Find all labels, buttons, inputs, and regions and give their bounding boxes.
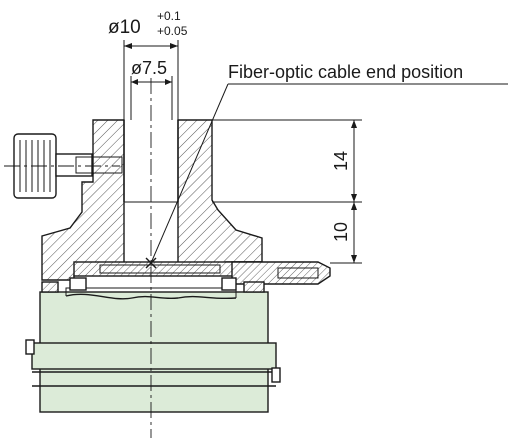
dim-heights: 14 10 [212,119,362,264]
lens-holder-right [221,277,237,291]
lower-body [25,287,281,413]
outer-diameter-tol-lower: +0.05 [157,24,188,38]
knob [4,133,123,199]
outer-diameter-tol-upper: +0.1 [157,9,181,23]
plate-inner [99,264,221,274]
arm-slot [277,267,319,279]
housing-section [41,119,263,281]
clamp-right [243,281,265,293]
body-flange [31,342,277,370]
clamp-left [41,281,59,293]
slide-plate [41,261,331,293]
callout-leader: Fiber-optic cable end position [150,62,508,264]
break-line [65,293,237,300]
callout-label: Fiber-optic cable end position [228,62,463,82]
height-upper-value: 14 [331,151,351,171]
right-notch [271,367,281,383]
slide-arm [231,261,331,285]
dim-inner-diameter: ø7.5 [130,58,173,120]
lens-holder-left [69,277,87,291]
inner-diameter-label: ø7.5 [131,58,167,78]
knob-shaft [55,153,93,177]
left-notch [25,339,35,355]
height-lower-value: 10 [331,222,351,242]
outer-diameter-value: ø10 [108,17,141,38]
housing-right [177,119,263,276]
knob-thread [75,156,123,174]
housing-left [41,119,125,281]
dim-outer-diameter: ø10 +0.1 +0.05 [108,9,188,120]
